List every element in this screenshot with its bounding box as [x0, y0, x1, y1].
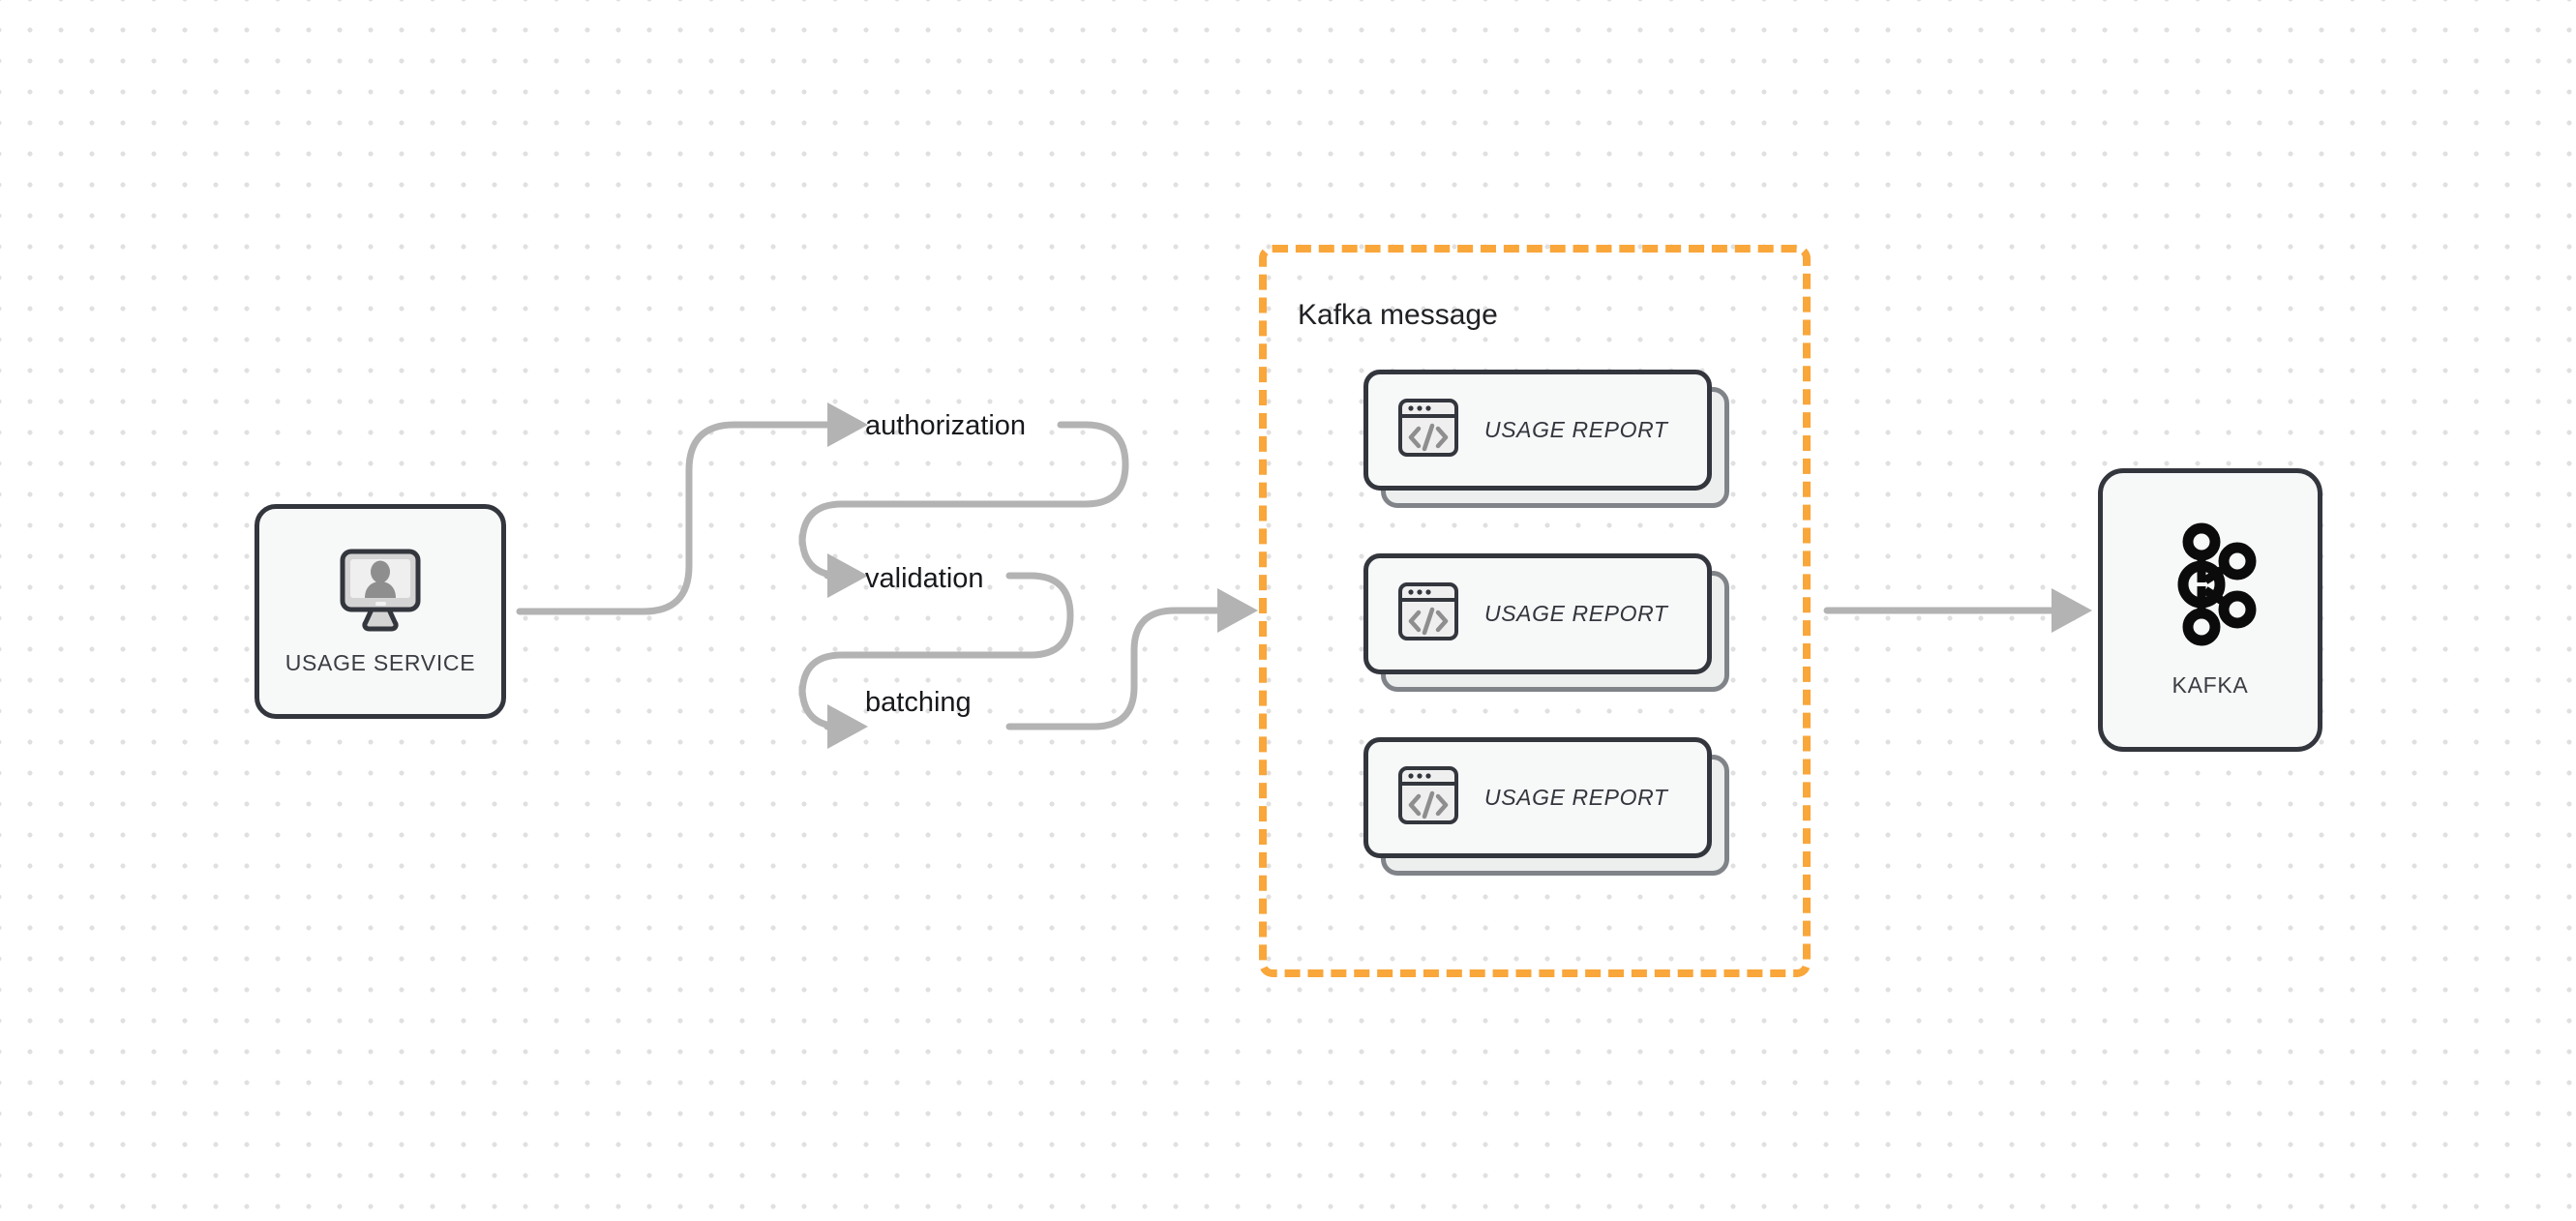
usage-report-card-front[interactable]: USAGE REPORT [1363, 370, 1712, 491]
pipeline-step-validation[interactable]: validation [865, 563, 984, 594]
pipeline-step-batching[interactable]: batching [865, 687, 972, 718]
code-window-icon [1397, 765, 1459, 830]
edge-authorization-to-validation [798, 421, 1129, 580]
usage-report-card-label: USAGE REPORT [1484, 417, 1668, 442]
group-kafka-message[interactable]: Kafka message USAGE REPORT [1259, 245, 1811, 977]
edge-usage-service-to-authorization [516, 421, 831, 615]
code-window-icon [1397, 581, 1459, 646]
arrowhead-kafka-group [1217, 588, 1258, 633]
arrowhead-batching [827, 704, 868, 749]
node-usage-service-label: USAGE SERVICE [285, 650, 476, 675]
edge-batching-to-kafka-group [1005, 607, 1221, 730]
arrowhead-validation [827, 553, 868, 598]
node-usage-service[interactable]: USAGE SERVICE [255, 504, 506, 719]
group-kafka-message-title: Kafka message [1298, 299, 1498, 331]
monitor-user-icon [336, 547, 425, 637]
node-kafka-label: KAFKA [2172, 671, 2249, 698]
code-window-icon [1397, 398, 1459, 462]
usage-report-card-label: USAGE REPORT [1484, 601, 1668, 626]
usage-report-card-label: USAGE REPORT [1484, 785, 1668, 810]
arrowhead-kafka [2052, 588, 2092, 633]
node-kafka[interactable]: KAFKA [2098, 468, 2322, 752]
kafka-logo-icon [2160, 522, 2261, 651]
usage-report-card[interactable]: USAGE REPORT [1363, 370, 1729, 508]
usage-report-card-front[interactable]: USAGE REPORT [1363, 737, 1712, 858]
arrowhead-authorization [827, 402, 868, 447]
pipeline-step-authorization[interactable]: authorization [865, 410, 1027, 441]
usage-report-card-front[interactable]: USAGE REPORT [1363, 553, 1712, 674]
usage-report-card[interactable]: USAGE REPORT [1363, 737, 1729, 876]
usage-report-card[interactable]: USAGE REPORT [1363, 553, 1729, 692]
